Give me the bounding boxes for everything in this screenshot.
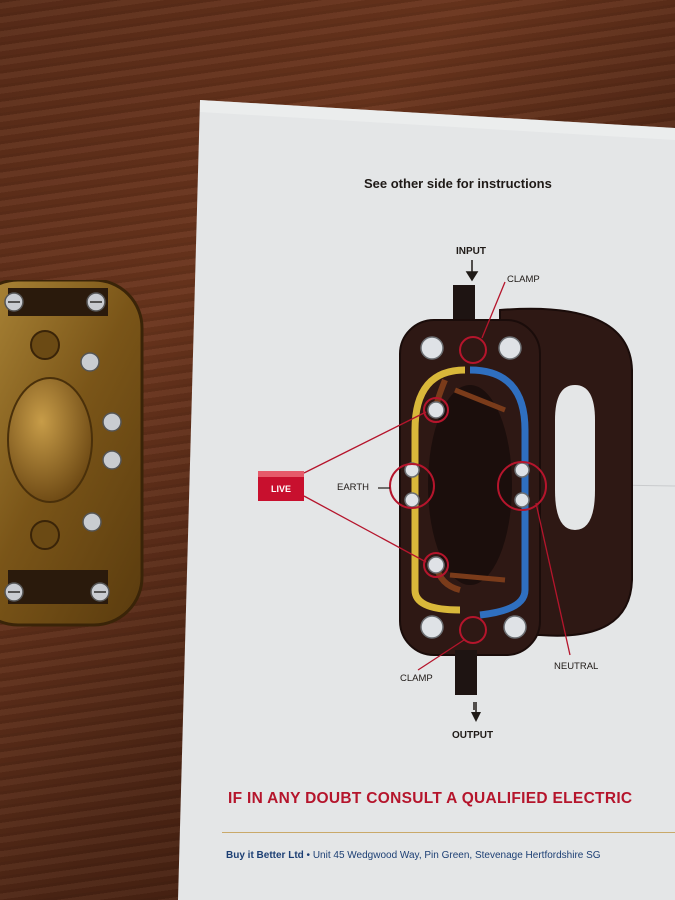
clamp-bottom-highlight: [459, 616, 487, 644]
clamp-bottom-label: CLAMP: [400, 673, 433, 684]
terminal-screw-icon: [514, 462, 530, 478]
neutral-highlight: [497, 461, 547, 511]
output-label: OUTPUT: [452, 730, 494, 741]
live-tag: LIVE: [258, 471, 304, 501]
clamp-top-highlight: [459, 336, 487, 364]
screw-icon: [80, 352, 100, 372]
terminal-screw-icon: [498, 336, 522, 360]
terminal-screw-icon: [420, 615, 444, 639]
terminal-screw-icon: [427, 556, 445, 574]
safety-warning: IF IN ANY DOUBT CONSULT A QUALIFIED ELEC…: [228, 790, 633, 807]
input-label: INPUT: [456, 246, 486, 257]
screw-icon: [82, 512, 102, 532]
live-bottom-highlight: [423, 552, 449, 578]
terminal-screw-icon: [514, 492, 530, 508]
output-arrowhead-icon: [471, 702, 481, 722]
clamp-top-label: CLAMP: [507, 274, 540, 285]
screw-icon: [102, 412, 122, 432]
company-footer: Buy it Better Ltd • Unit 45 Wedgwood Way…: [226, 850, 601, 861]
earth-label: EARTH: [337, 482, 370, 493]
neutral-label: NEUTRAL: [554, 661, 599, 672]
brass-switch-photo: [0, 280, 144, 627]
divider-rule: [222, 832, 675, 833]
wiring-diagram: [303, 260, 633, 710]
terminal-screw-icon: [427, 401, 445, 419]
terminal-screw-icon: [404, 492, 420, 508]
company-name: Buy it Better Ltd: [226, 850, 304, 861]
screw-icon: [102, 450, 122, 470]
company-address: • Unit 45 Wedgwood Way, Pin Green, Steve…: [303, 850, 601, 861]
live-top-highlight: [423, 397, 449, 423]
sheet-heading: See other side for instructions: [364, 176, 552, 191]
terminal-screw-icon: [420, 336, 444, 360]
earth-highlight: [389, 463, 435, 509]
terminal-screw-icon: [503, 615, 527, 639]
